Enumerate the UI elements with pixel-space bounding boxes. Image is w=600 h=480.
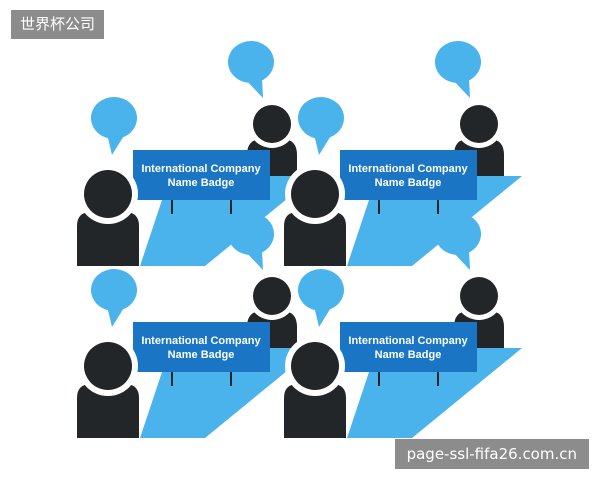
badge-line2: Name Badge — [168, 177, 235, 189]
badge-line1: International Company — [141, 163, 261, 175]
badge-line2: Name Badge — [375, 177, 442, 189]
watermark: page-ssl-fifa26.com.cn — [394, 439, 589, 469]
meeting-group-bottom-left: International Company Name Badge — [76, 212, 316, 439]
badge-line1: International Company — [348, 335, 468, 347]
top-left-tag: 世界杯公司 — [11, 10, 105, 39]
meeting-group-bottom-right: International Company Name Badge — [283, 212, 523, 439]
badge-line2: Name Badge — [168, 349, 235, 361]
badge-line1: International Company — [141, 335, 261, 347]
meeting-group-top-left: International Company Name Badge — [76, 40, 316, 267]
badge-line2: Name Badge — [375, 349, 442, 361]
badge-line1: International Company — [348, 163, 468, 175]
meeting-group-top-right: International Company Name Badge — [283, 40, 523, 267]
